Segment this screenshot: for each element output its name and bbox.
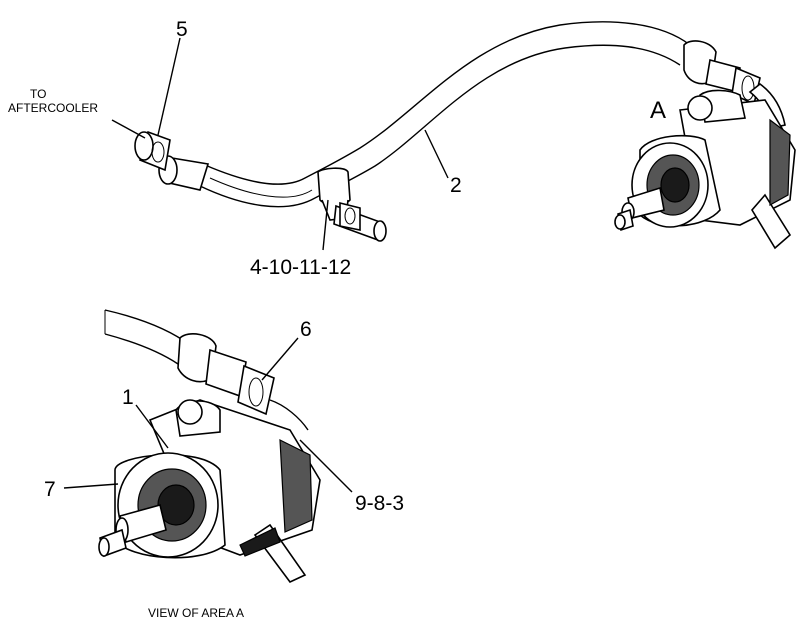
- label-part-5: 5: [176, 18, 188, 41]
- leader-4-10-11-12: [322, 199, 329, 251]
- label-part-6: 6: [300, 318, 312, 341]
- leader-7: [63, 483, 119, 489]
- leader-lines: [63, 37, 449, 493]
- hose-clip: [317, 167, 387, 242]
- label-part-2: 2: [450, 174, 462, 197]
- leader-9-8-3: [299, 439, 353, 493]
- label-part-9-8-3: 9-8-3: [355, 492, 404, 515]
- label-part-7: 7: [44, 478, 56, 501]
- label-part-1: 1: [122, 386, 134, 409]
- leader-5: [157, 37, 181, 136]
- label-part-4-10-11-12: 4-10-11-12: [250, 256, 351, 279]
- view-area-a: [98, 309, 321, 584]
- leader-to-aftercooler: [111, 119, 146, 139]
- leader-1: [135, 404, 169, 449]
- leader-2: [424, 129, 449, 179]
- pump-top: [614, 89, 796, 250]
- caption-view-area-a: VIEW OF AREA A: [148, 606, 244, 620]
- hose-assembly: [134, 21, 786, 242]
- label-area-a: A: [650, 97, 666, 124]
- leader-6: [261, 337, 299, 381]
- label-aftercooler: AFTERCOOLER: [8, 101, 98, 115]
- hose-end-fitting-left: [134, 130, 210, 191]
- label-to: TO: [30, 87, 46, 101]
